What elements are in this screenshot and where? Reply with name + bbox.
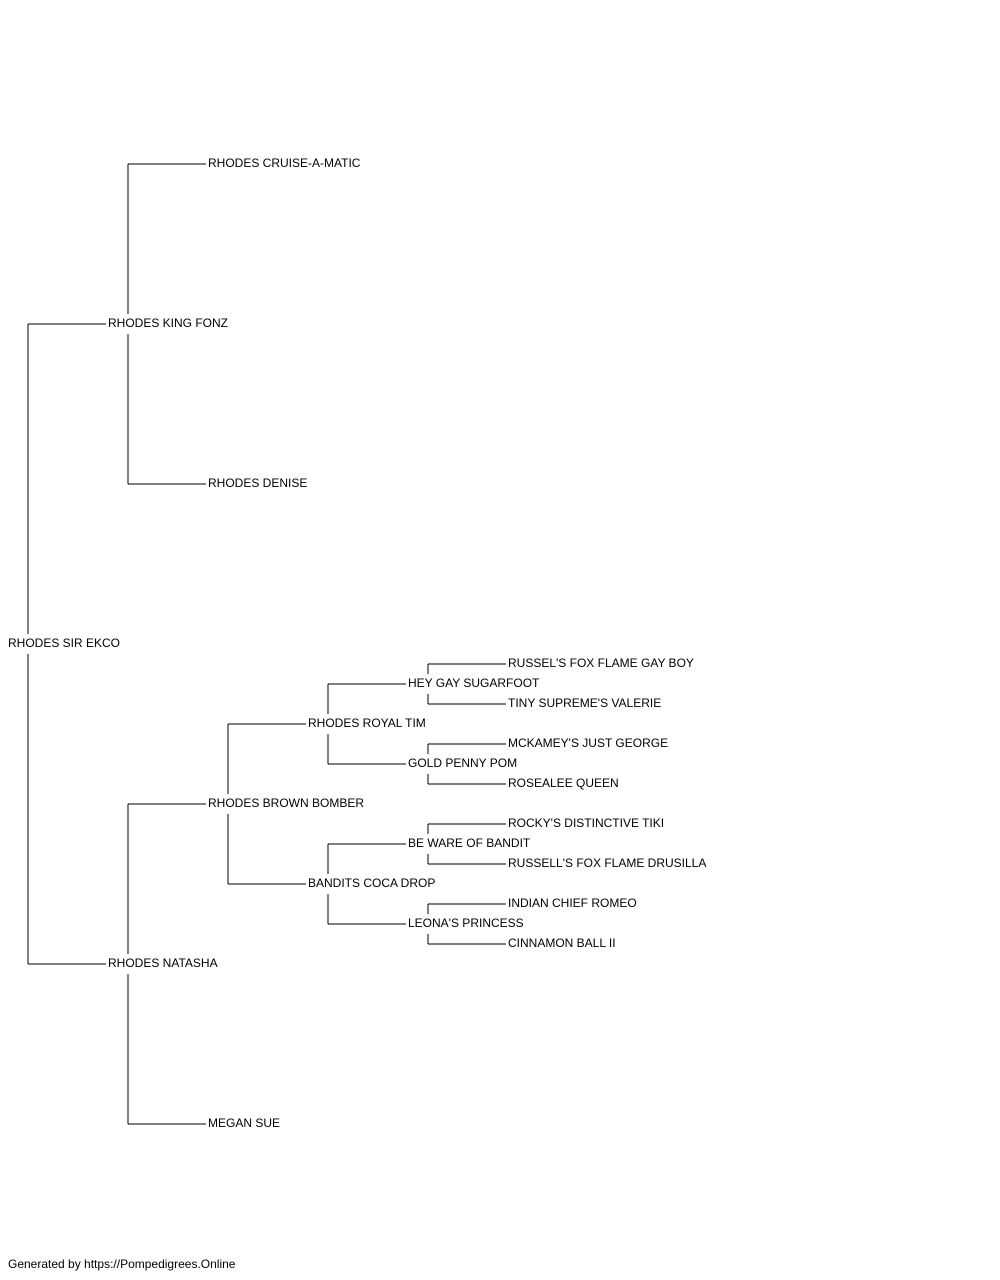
dog-name-megan-sue: MEGAN SUE [208, 1116, 280, 1130]
dog-name-russel-s-fox-flame-gay-boy: RUSSEL'S FOX FLAME GAY BOY [508, 656, 694, 670]
dog-name-mckamey-s-just-george: MCKAMEY'S JUST GEORGE [508, 736, 668, 750]
dog-name-indian-chief-romeo: INDIAN CHIEF ROMEO [508, 896, 637, 910]
dog-name-gold-penny-pom: GOLD PENNY POM [408, 756, 517, 770]
dog-name-leona-s-princess: LEONA'S PRINCESS [408, 916, 524, 930]
dog-name-rhodes-natasha: RHODES NATASHA [108, 956, 218, 970]
dog-name-cinnamon-ball-ii: CINNAMON BALL II [508, 936, 616, 950]
dog-name-tiny-supreme-s-valerie: TINY SUPREME'S VALERIE [508, 696, 661, 710]
dog-name-rhodes-brown-bomber: RHODES BROWN BOMBER [208, 796, 364, 810]
dog-name-rhodes-king-fonz: RHODES KING FONZ [108, 316, 228, 330]
dog-name-hey-gay-sugarfoot: HEY GAY SUGARFOOT [408, 676, 540, 690]
dog-name-rhodes-sir-ekco: RHODES SIR EKCO [8, 636, 120, 650]
dog-name-rocky-s-distinctive-tiki: ROCKY'S DISTINCTIVE TIKI [508, 816, 664, 830]
dog-name-rhodes-cruise-a-matic: RHODES CRUISE-A-MATIC [208, 156, 361, 170]
dog-name-russell-s-fox-flame-drusilla: RUSSELL'S FOX FLAME DRUSILLA [508, 856, 706, 870]
dog-name-be-ware-of-bandit: BE WARE OF BANDIT [408, 836, 531, 850]
footer-credit: Generated by https://Pompedigrees.Online [8, 1257, 236, 1271]
pedigree-tree: RHODES SIR EKCO RHODES KING FONZ RHODES CR… [8, 156, 706, 1130]
dog-name-rhodes-denise: RHODES DENISE [208, 476, 307, 490]
dog-name-rosealee-queen: ROSEALEE QUEEN [508, 776, 619, 790]
dog-name-bandits-coca-drop: BANDITS COCA DROP [308, 876, 435, 890]
dog-name-rhodes-royal-tim: RHODES ROYAL TIM [308, 716, 426, 730]
